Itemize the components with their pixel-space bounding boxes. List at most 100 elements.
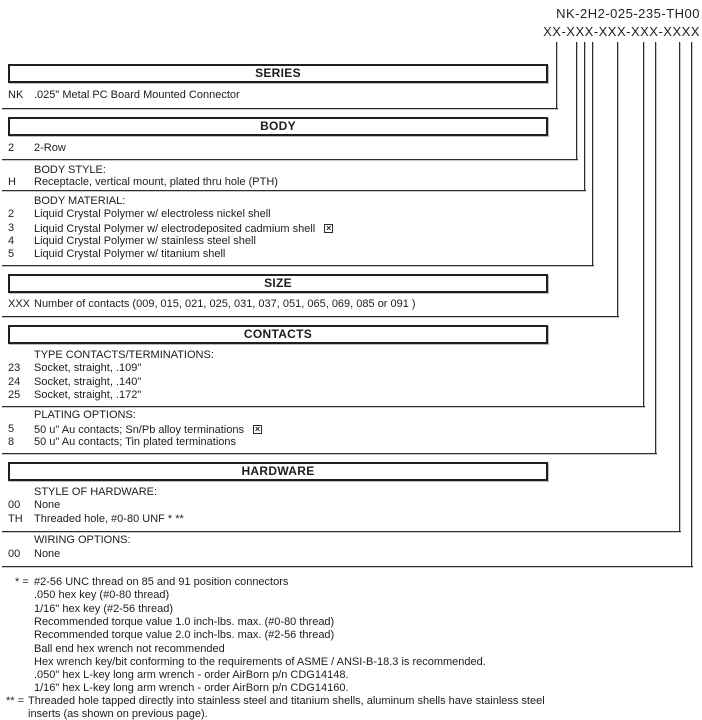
footnote-line: inserts (as shown on previous page). [28,708,208,720]
option-description-text: 50 u" Au contacts; Tin plated terminatio… [34,436,237,448]
connector-vertical-line-7 [679,42,680,533]
option-code: XXX [8,298,31,310]
connector-vertical-line-6 [655,42,656,455]
option-description-text: None [34,547,61,560]
option-code: 00 [8,499,21,511]
section-title-size: SIZE [264,276,292,290]
section-header-box-size: SIZE [8,274,548,293]
footnote-line: Recommended torque value 2.0 inch-lbs. m… [34,629,335,641]
option-code: 25 [8,389,21,401]
option-description: None [34,547,61,561]
connector-vertical-line-2 [584,42,585,192]
connector-vertical-line-5 [643,42,644,408]
x-mark: × [254,423,261,434]
part-number-template: XX-XXX-XXX-XXX-XXXX [543,24,700,39]
option-description-text: Liquid Crystal Polymer w/ titanium shell [34,248,226,260]
connector-horizontal-line-7 [2,531,681,532]
option-description-text: Socket, straight, .109" [34,362,142,374]
section-title-contacts: CONTACTS [243,327,313,341]
footnote-line: .050" hex L-key long arm wrench - order … [34,669,349,681]
option-description-text: Threaded hole, #0-80 UNF * ** [34,512,184,525]
option-description: Number of contacts (009, 015, 021, 025, … [34,298,416,311]
connector-horizontal-line-3 [2,265,594,266]
footnote-line: Hex wrench key/bit conforming to the req… [34,655,486,668]
option-description: Liquid Crystal Polymer w/ titanium shell [34,248,226,261]
option-description-text: .025" Metal PC Board Mounted Connector [34,89,240,101]
option-code: TH [8,512,23,525]
section-title-hardware: HARDWARE [241,464,315,478]
option-description-text: None [34,499,61,511]
option-description-text: Socket, straight, .172" [34,389,142,401]
option-code: 00 [8,547,21,560]
option-code: 3 [8,221,15,234]
option-description: None [34,499,61,512]
option-description: Receptacle, vertical mount, plated thru … [34,176,278,189]
group-label: PLATING OPTIONS: [34,409,136,421]
connector-vertical-line-8 [691,42,692,568]
footnote-line: 1/16" hex L-key long arm wrench - order … [34,682,349,694]
section-header-box-series: SERIES [8,64,548,83]
option-code: 23 [8,362,21,374]
section-header-box-body: BODY [8,117,548,136]
footnote-line: Ball end hex wrench not recommended [34,642,225,655]
option-description: Socket, straight, .140" [34,375,142,389]
footnote-marker: * = [15,575,29,588]
group-label: STYLE OF HARDWARE: [34,486,158,498]
option-code: 5 [8,422,15,435]
option-code: H [8,176,16,188]
connector-vertical-line-1 [576,42,577,161]
section-header-box-hardware: HARDWARE [8,462,548,481]
footnote-marker: ** = [6,695,25,707]
option-description: Threaded hole, #0-80 UNF * ** [34,512,184,526]
footnote-line: Recommended torque value 1.0 inch-lbs. m… [34,615,335,628]
option-description-text: 2-Row [34,142,66,154]
option-code: 8 [8,436,15,448]
group-label: WIRING OPTIONS: [34,534,131,546]
x-mark: × [326,222,332,233]
connector-horizontal-line-1 [2,159,578,160]
option-description: Socket, straight, .109" [34,362,142,375]
connector-vertical-line-3 [592,42,593,267]
connector-horizontal-line-0 [2,108,558,109]
option-description: .025" Metal PC Board Mounted Connector [34,89,240,102]
option-code: 5 [8,248,15,260]
x-box-icon: × [252,423,262,434]
section-title-body: BODY [260,119,296,133]
option-description-text: Number of contacts (009, 015, 021, 025, … [34,298,416,310]
option-description: Socket, straight, .172" [34,389,142,402]
option-description: Liquid Crystal Polymer w/ electroless ni… [34,208,271,221]
option-description: Liquid Crystal Polymer w/ stainless stee… [34,235,256,248]
option-description: Liquid Crystal Polymer w/ electrodeposit… [34,222,334,236]
option-description-text: Receptacle, vertical mount, plated thru … [34,176,278,188]
option-description: 50 u" Au contacts; Sn/Pb alloy terminati… [34,424,262,437]
connector-vertical-line-0 [556,42,557,110]
option-code: 24 [8,375,21,388]
group-label: TYPE CONTACTS/TERMINATIONS: [34,349,214,361]
section-header-box-contacts: CONTACTS [8,325,548,344]
option-description: 50 u" Au contacts; Tin plated terminatio… [34,436,237,449]
connector-horizontal-line-2 [2,190,586,191]
part-number-example: NK-2H2-025-235-TH00 [556,6,700,21]
footnote-line: .050 hex key (#0-80 thread) [34,589,170,601]
footnote-line: Threaded hole tapped directly into stain… [28,695,545,707]
option-description-text: 50 u" Au contacts; Sn/Pb alloy terminati… [34,423,244,436]
connector-horizontal-line-8 [2,566,693,567]
option-description: 2-Row [34,142,66,155]
section-title-series: SERIES [255,66,301,80]
group-label: BODY STYLE: [34,163,106,176]
connector-horizontal-line-4 [2,316,619,317]
option-code: 2 [8,208,15,220]
footnote-line: 1/16" hex key (#2-56 thread) [34,602,174,615]
connector-horizontal-line-6 [2,453,657,454]
connector-horizontal-line-5 [2,406,645,407]
option-description-text: Socket, straight, .140" [34,375,142,388]
option-code: 4 [8,235,15,247]
footnote-line: #2-56 UNC thread on 85 and 91 position c… [34,575,289,588]
option-description-text: Liquid Crystal Polymer w/ electrodeposit… [34,222,316,235]
option-code: 2 [8,142,15,154]
option-description-text: Liquid Crystal Polymer w/ electroless ni… [34,208,271,220]
connector-vertical-line-4 [617,42,618,318]
option-code: NK [8,89,24,101]
option-description-text: Liquid Crystal Polymer w/ stainless stee… [34,235,256,247]
